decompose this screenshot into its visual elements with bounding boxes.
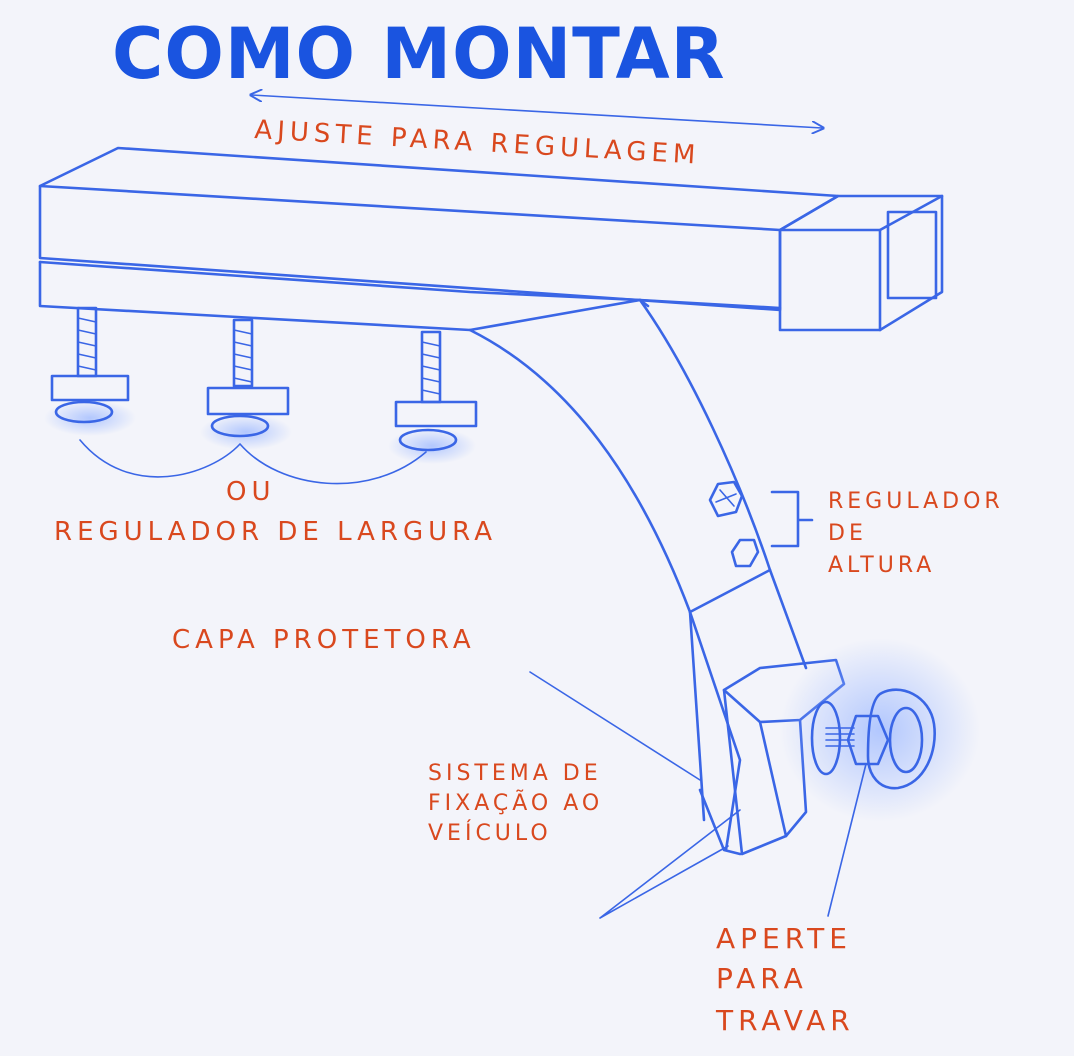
width-regulator-curves (79, 439, 427, 485)
bolt-foot-2 (200, 318, 292, 450)
bolt-foot-1 (44, 306, 136, 436)
label-regulador-largura: REGULADOR DE LARGURA (54, 517, 497, 547)
bolt-foot-3 (388, 330, 478, 464)
page-title: COMO MONTAR (112, 13, 726, 95)
label-regulador-altura-2: DE (828, 521, 867, 546)
leader-aperte (827, 763, 867, 917)
knob-glow (780, 638, 980, 822)
support-leg (468, 298, 808, 852)
label-aperte-3: TRAVAR (715, 1004, 855, 1037)
label-capa-protetora: CAPA PROTETORA (172, 625, 476, 655)
height-regulator-nuts (708, 480, 760, 568)
label-aperte-2: PARA (716, 962, 808, 995)
label-sistema-fixacao-2: FIXAÇÃO AO (428, 789, 603, 816)
label-regulador-altura-3: ALTURA (828, 553, 935, 578)
leader-capa (529, 671, 701, 781)
leader-fixacao (599, 809, 741, 919)
label-regulador-altura-1: REGULADOR (828, 489, 1004, 514)
label-aperte-1: APERTE (716, 922, 852, 955)
adjustment-arrow (252, 95, 822, 128)
height-regulator-bracket (770, 490, 814, 548)
roof-bar (38, 146, 944, 332)
locking-knob (810, 688, 936, 790)
bracket-rail (38, 260, 782, 332)
label-sistema-fixacao-1: SISTEMA DE (428, 761, 602, 786)
label-ou: OU (226, 477, 276, 507)
label-sistema-fixacao-3: VEÍCULO (428, 820, 552, 846)
